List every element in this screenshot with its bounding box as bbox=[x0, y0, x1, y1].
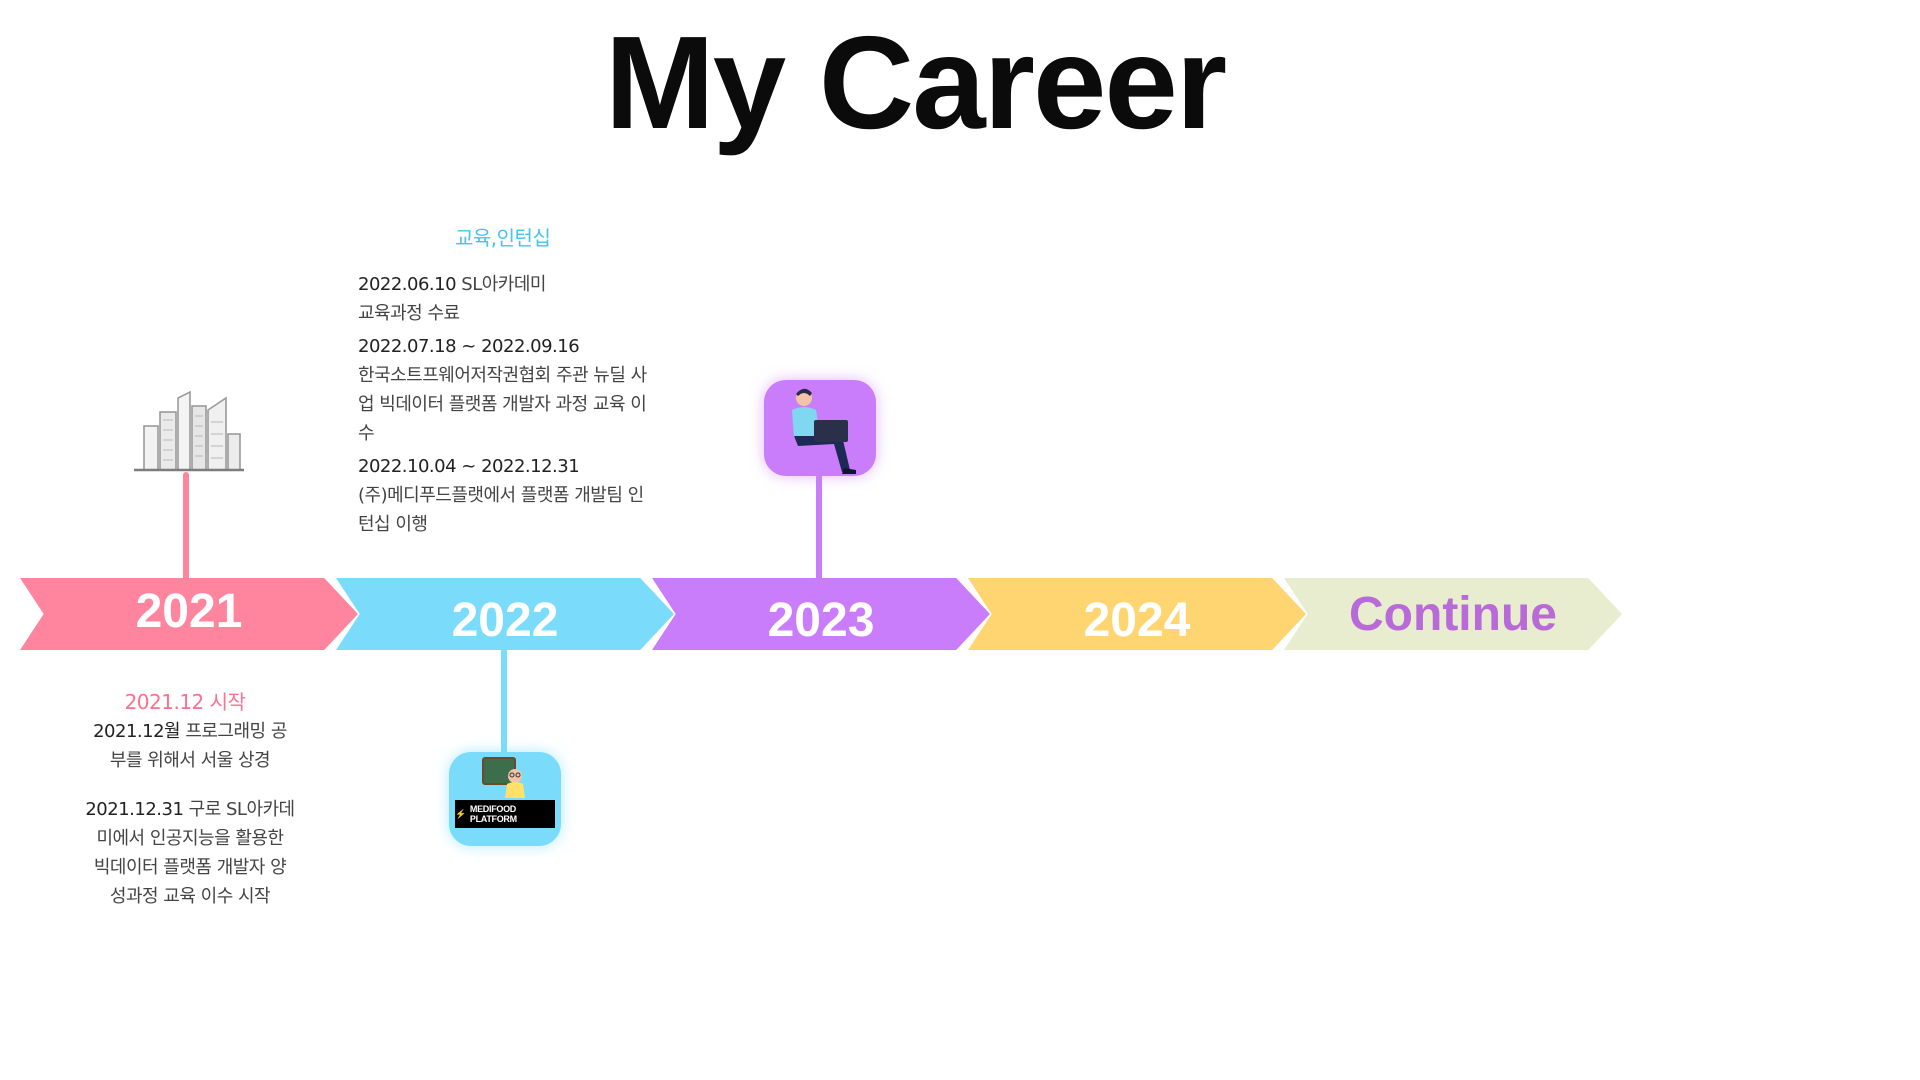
timeline-arrow-2023: 2023 bbox=[652, 578, 990, 650]
entry-2022-3: 2022.10.04 ~ 2022.12.31 (주)메디푸드플랫에서 플랫폼 … bbox=[358, 452, 688, 539]
entry-2021-2-line3: 빅데이터 플랫폼 개발자 양 bbox=[93, 857, 287, 878]
entry-2022-3-date: 2022.10.04 ~ 2022.12.31 bbox=[358, 456, 580, 477]
entry-2021-2-line1: 구로 SL아카데 bbox=[183, 799, 295, 820]
heading-2022: 교육,인턴십 bbox=[455, 226, 551, 250]
person-laptop-icon bbox=[764, 380, 876, 476]
entry-2022-3-line2: 턴십 이행 bbox=[358, 514, 428, 535]
entry-2022-3-line1: (주)메디푸드플랫에서 플랫폼 개발팀 인 bbox=[358, 485, 644, 506]
year-2024-label: 2024 bbox=[1083, 593, 1191, 647]
timeline-arrow-continue: Continue bbox=[1284, 578, 1622, 650]
entry-2021-1-date: 2021.12월 bbox=[93, 721, 181, 742]
continue-label: Continue bbox=[1349, 587, 1557, 641]
entry-2021-2-date: 2021.12.31 bbox=[85, 799, 184, 820]
heading-2021: 2021.12 시작 bbox=[124, 690, 246, 714]
entry-2021-2: 2021.12.31 구로 SL아카데 미에서 인공지능을 활용한 빅데이터 플… bbox=[70, 795, 310, 911]
entry-2022-1: 2022.06.10 SL아카데미 교육과정 수료 bbox=[358, 270, 688, 328]
entry-2022-2: 2022.07.18 ~ 2022.09.16 한국소트프웨어저작권협회 주관 … bbox=[358, 332, 688, 448]
timeline-arrow-2024: 2024 bbox=[968, 578, 1306, 650]
year-2021-label: 2021 bbox=[135, 584, 243, 638]
connector-2021 bbox=[183, 472, 189, 582]
year-2022-label: 2022 bbox=[451, 593, 559, 647]
logo-mark-icon: ⚡ bbox=[455, 808, 466, 819]
medifood-logo-text: MEDIFOOD PLATFORM bbox=[469, 804, 517, 824]
entry-2021-1-line1: 프로그래밍 공 bbox=[180, 721, 287, 742]
medifood-logo: ⚡MEDIFOOD PLATFORM bbox=[455, 800, 555, 828]
entry-2022-2-line3: 수 bbox=[358, 423, 375, 444]
entry-2022-2-date: 2022.07.18 ~ 2022.09.16 bbox=[358, 336, 580, 357]
timeline-arrow-2021: 2021 bbox=[20, 578, 358, 650]
timeline-arrow-2022: 2022 bbox=[336, 578, 674, 650]
text-block-2021: 2021.12월 프로그래밍 공 부를 위해서 서울 상경 2021.12.31… bbox=[70, 717, 310, 911]
entry-2022-1-date: 2022.06.10 bbox=[358, 274, 457, 295]
teacher-chalkboard-icon: ⚡MEDIFOOD PLATFORM bbox=[449, 752, 561, 846]
text-block-2022: 2022.06.10 SL아카데미 교육과정 수료 2022.07.18 ~ 2… bbox=[358, 270, 688, 539]
connector-2023 bbox=[816, 474, 822, 582]
entry-2021-1: 2021.12월 프로그래밍 공 부를 위해서 서울 상경 bbox=[70, 717, 310, 775]
entry-2021-2-line4: 성과정 교육 이수 시작 bbox=[109, 886, 271, 907]
entry-2021-2-line2: 미에서 인공지능을 활용한 bbox=[96, 828, 284, 849]
page-title: My Career bbox=[604, 9, 1227, 156]
year-2023-label: 2023 bbox=[767, 593, 875, 647]
entry-2022-2-line2: 업 빅데이터 플랫폼 개발자 과정 교육 이 bbox=[358, 394, 647, 415]
connector-2022 bbox=[501, 648, 507, 756]
city-buildings-icon bbox=[130, 390, 246, 474]
entry-2021-1-line2: 부를 위해서 서울 상경 bbox=[109, 750, 271, 771]
entry-2022-1-line1: SL아카데미 bbox=[456, 274, 546, 295]
entry-2022-2-line1: 한국소트프웨어저작권협회 주관 뉴딜 사 bbox=[358, 365, 647, 386]
entry-2022-1-line2: 교육과정 수료 bbox=[358, 303, 460, 324]
